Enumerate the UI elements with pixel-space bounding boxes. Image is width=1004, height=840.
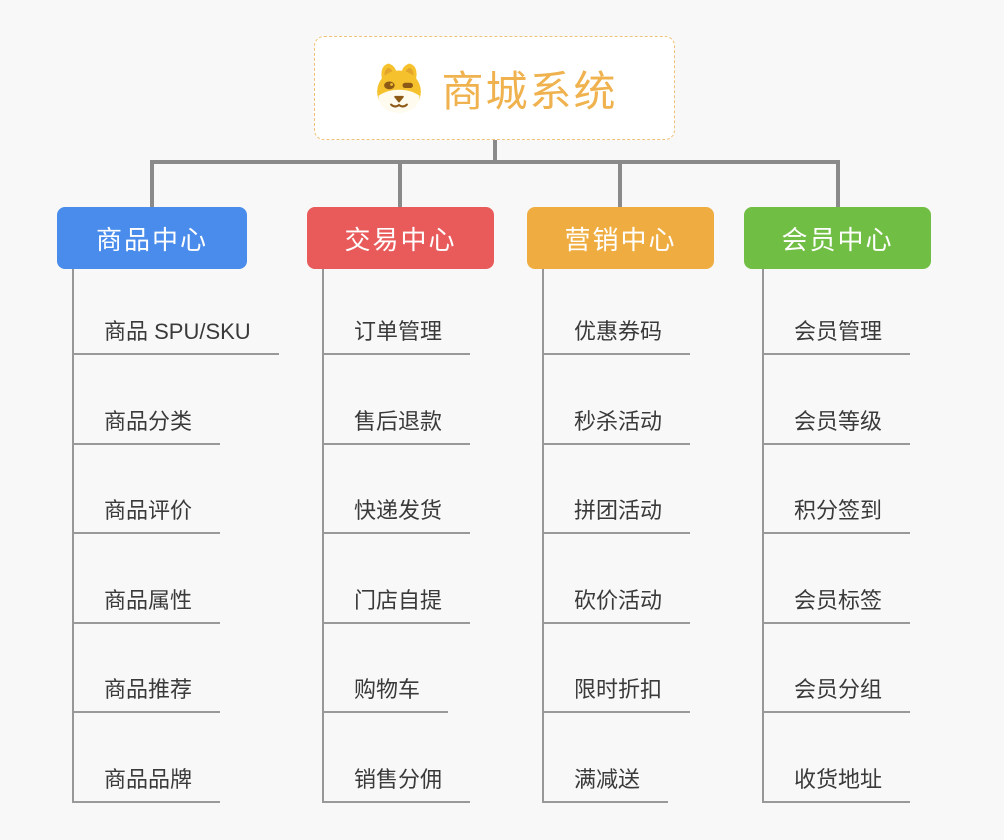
leaf-node[interactable]: 积分签到 <box>762 496 911 534</box>
connector-root-stem <box>493 140 497 164</box>
leaf-node[interactable]: 会员分组 <box>762 675 911 713</box>
leaf-node[interactable]: 销售分佣 <box>322 765 471 803</box>
leaf-node[interactable]: 商品 SPU/SKU <box>72 317 279 355</box>
leaf-node[interactable]: 商品推荐 <box>72 675 221 713</box>
leaf-node[interactable]: 满减送 <box>542 765 669 803</box>
branch-children-trade: 订单管理 售后退款 快递发货 门店自提 购物车 销售分佣 <box>322 0 471 840</box>
connector-drop-marketing <box>618 160 622 208</box>
connector-trunk-product <box>72 269 74 802</box>
branch-node-marketing-center[interactable]: 营销中心 <box>527 207 714 269</box>
leaf-node[interactable]: 商品属性 <box>72 586 221 624</box>
leaf-node[interactable]: 优惠券码 <box>542 317 691 355</box>
branch-children-member: 会员管理 会员等级 积分签到 会员标签 会员分组 收货地址 <box>762 0 911 840</box>
leaf-node[interactable]: 售后退款 <box>322 407 471 445</box>
leaf-node[interactable]: 限时折扣 <box>542 675 691 713</box>
leaf-node[interactable]: 收货地址 <box>762 765 911 803</box>
root-title: 商城系统 <box>441 67 618 115</box>
leaf-node[interactable]: 砍价活动 <box>542 586 691 624</box>
connector-drop-trade <box>398 160 402 208</box>
branch-node-product-center[interactable]: 商品中心 <box>57 207 247 269</box>
branch-node-trade-center[interactable]: 交易中心 <box>307 207 494 269</box>
leaf-node[interactable]: 购物车 <box>322 675 449 713</box>
leaf-node[interactable]: 商品品牌 <box>72 765 221 803</box>
connector-drop-member <box>836 160 840 208</box>
leaf-node[interactable]: 门店自提 <box>322 586 471 624</box>
leaf-node[interactable]: 商品评价 <box>72 496 221 534</box>
connector-horizontal-bar <box>150 160 840 164</box>
connector-trunk-member <box>762 269 764 802</box>
branch-children-marketing: 优惠券码 秒杀活动 拼团活动 砍价活动 限时折扣 满减送 <box>542 0 691 840</box>
leaf-node[interactable]: 会员标签 <box>762 586 911 624</box>
leaf-node[interactable]: 拼团活动 <box>542 496 691 534</box>
branch-children-product: 商品 SPU/SKU 商品分类 商品评价 商品属性 商品推荐 商品品牌 <box>72 0 279 840</box>
leaf-node[interactable]: 秒杀活动 <box>542 407 691 445</box>
dog-face-icon <box>377 63 422 113</box>
leaf-node[interactable]: 会员管理 <box>762 317 911 355</box>
connector-trunk-marketing <box>542 269 544 802</box>
branch-node-member-center[interactable]: 会员中心 <box>744 207 931 269</box>
leaf-node[interactable]: 会员等级 <box>762 407 911 445</box>
connector-drop-product <box>150 160 154 208</box>
leaf-node[interactable]: 快递发货 <box>322 496 471 534</box>
leaf-node[interactable]: 订单管理 <box>322 317 471 355</box>
root-node-mall-system[interactable]: 商城系统 <box>314 36 675 140</box>
leaf-node[interactable]: 商品分类 <box>72 407 221 445</box>
connector-trunk-trade <box>322 269 324 802</box>
